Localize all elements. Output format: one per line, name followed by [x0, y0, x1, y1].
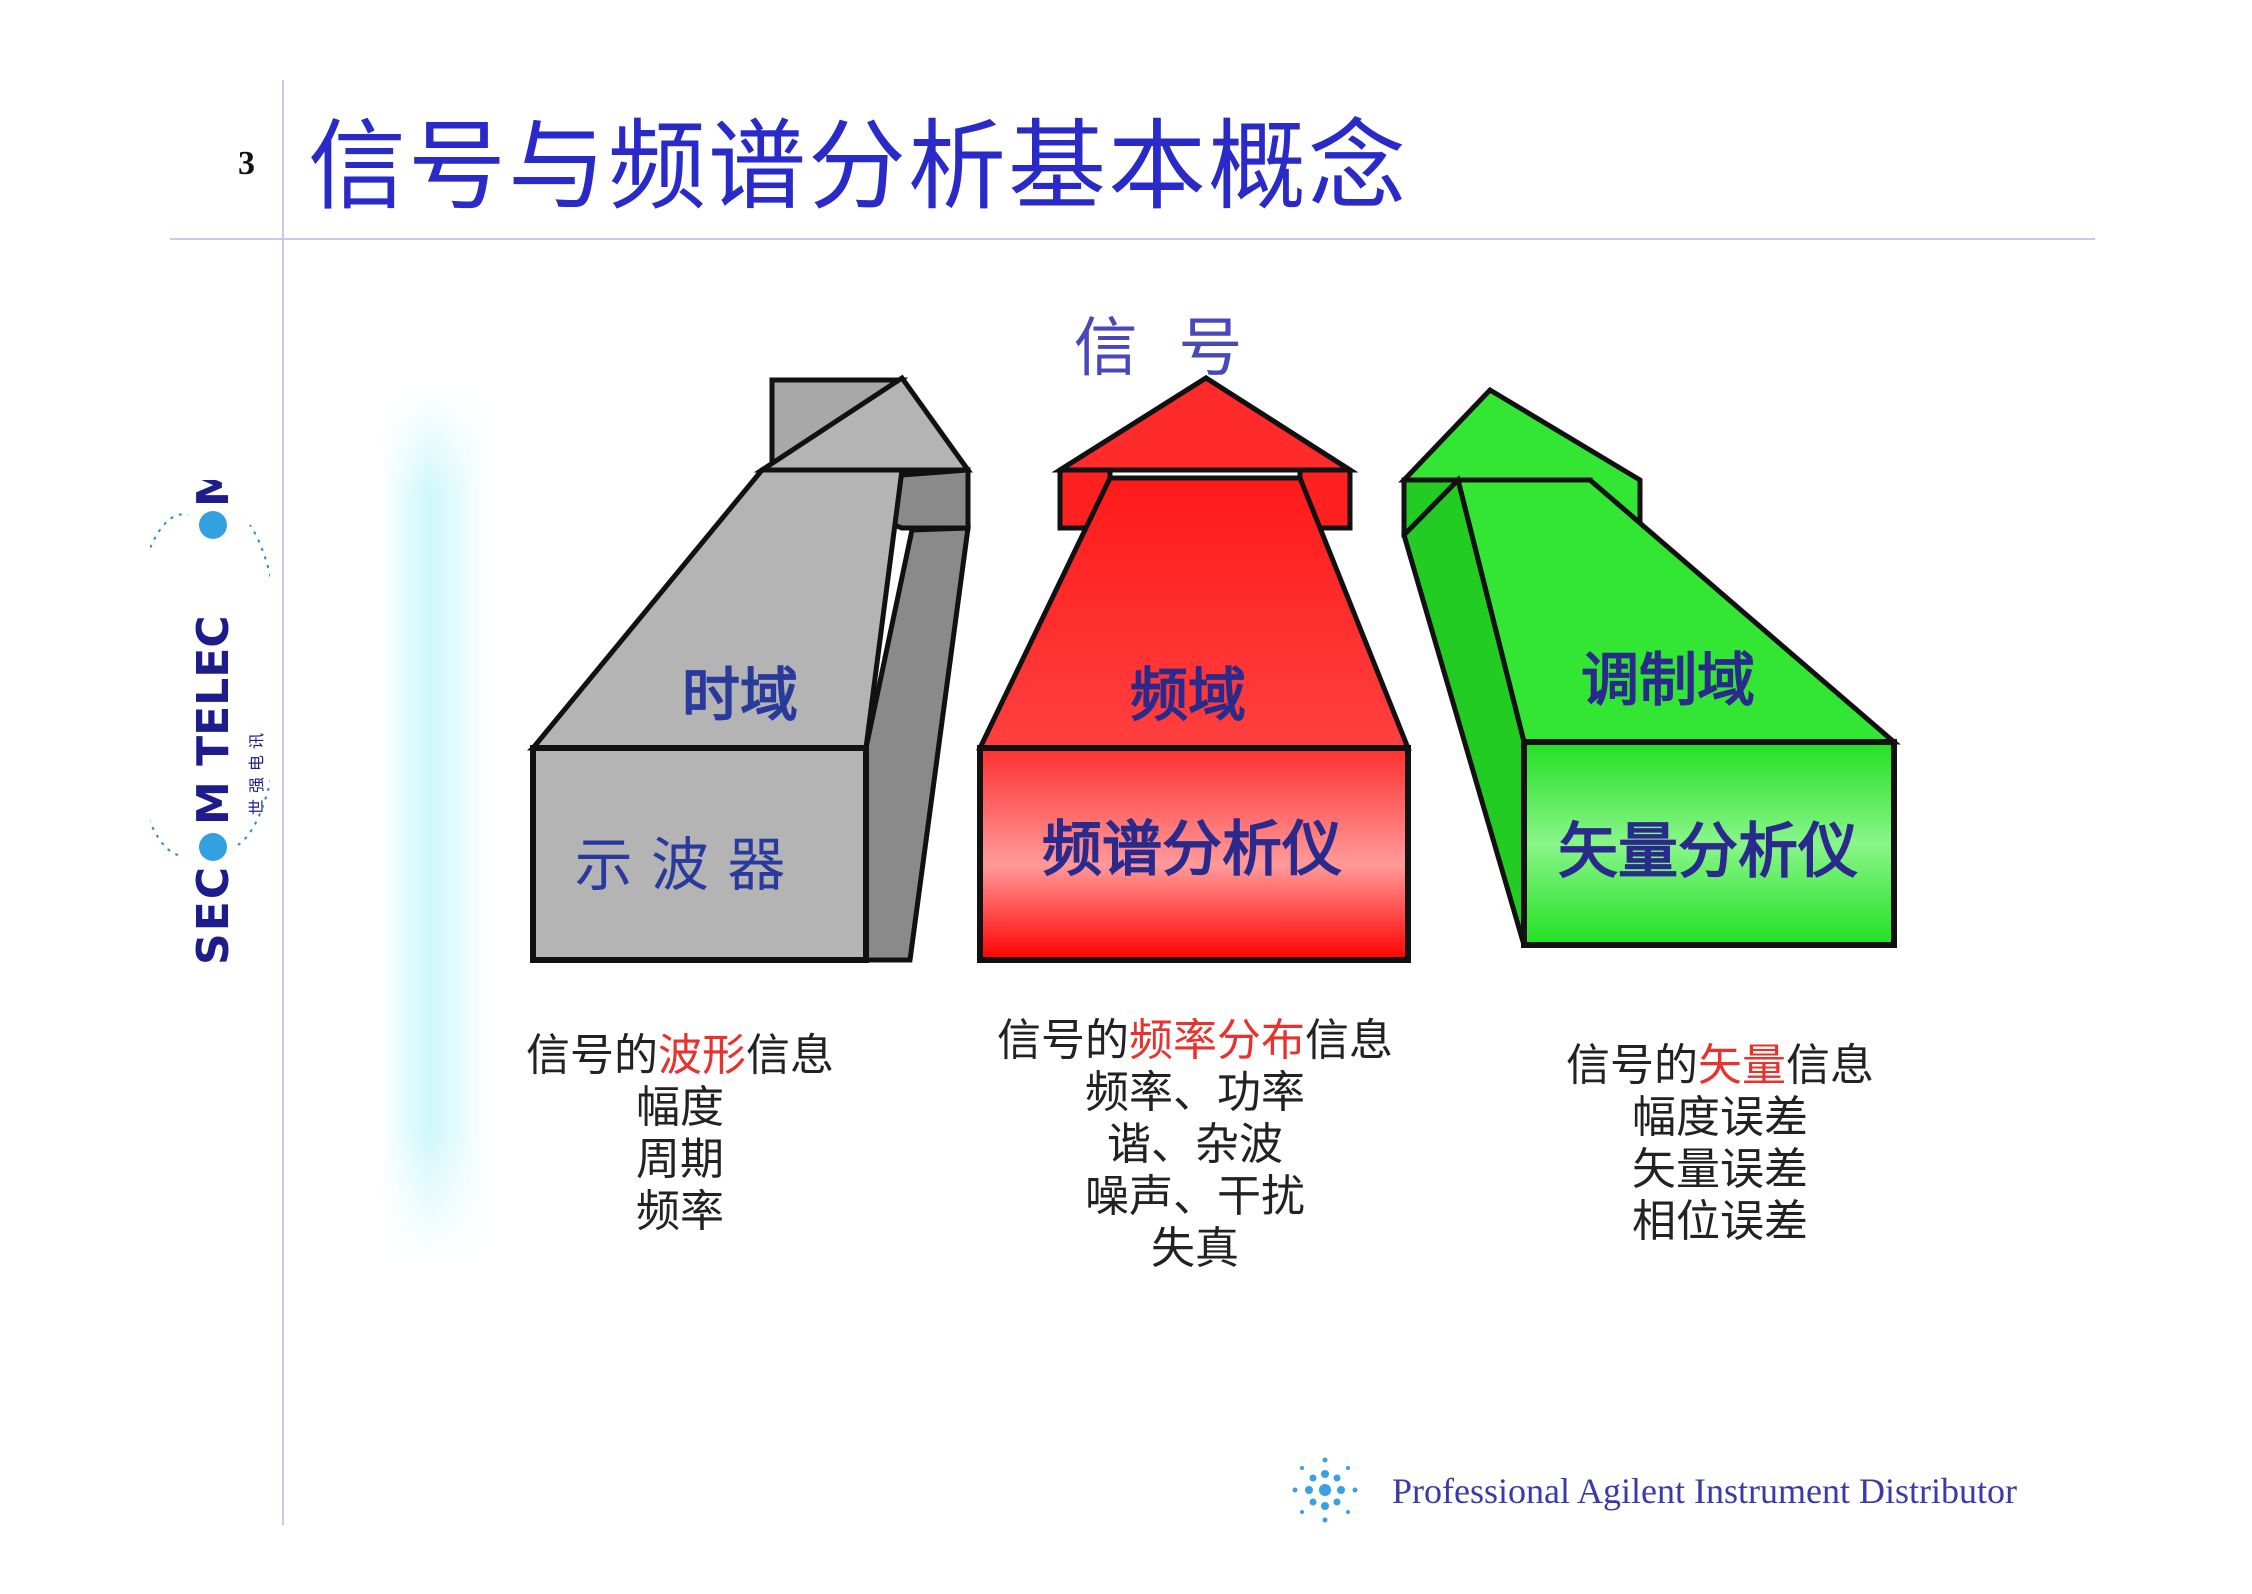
desc-line: 周期	[636, 1134, 724, 1185]
logo-o-left	[199, 833, 227, 861]
desc-time-domain: 信号的波形信息 幅度 周期 频率	[480, 1030, 880, 1238]
instrument-label-vector-analyzer: 矢量分析仪	[1558, 817, 1858, 887]
domain-label-time: 时域	[682, 661, 798, 729]
desc-line: 频率、功率	[1085, 1067, 1305, 1118]
logo-o-right	[199, 511, 227, 539]
footer-tagline: Professional Agilent Instrument Distribu…	[1392, 1471, 2017, 1511]
agilent-spark-icon	[1292, 1457, 1358, 1523]
logo-sub: 世强电讯	[247, 727, 266, 815]
desc-line: 频率	[636, 1186, 724, 1237]
slide-title: 信号与频谱分析基本概念	[308, 110, 1409, 224]
desc-line: 幅度误差	[1632, 1092, 1808, 1143]
diagram-top-label: 信 号	[1074, 312, 1243, 386]
desc-line: 谐、杂波	[1107, 1119, 1283, 1170]
vertical-divider	[282, 80, 284, 1525]
instrument-box-spectrum-analyzer	[977, 745, 1411, 963]
desc-line: 噪声、干扰	[1085, 1171, 1305, 1222]
desc-line: 信号的频率分布信息	[997, 1015, 1393, 1066]
logo-text: SEC	[188, 865, 239, 965]
instrument-box-vector-analyzer	[1521, 739, 1897, 948]
desc-line: 矢量误差	[1632, 1144, 1808, 1195]
arrow-modulation-domain: 调制域 矢量分析仪	[1398, 386, 1901, 948]
secom-telecom-logo: SEC M TELEC M 世强电讯	[150, 480, 270, 965]
title-underline	[170, 238, 2095, 240]
svg-text:M TELEC: M TELEC	[188, 615, 239, 825]
domain-label-frequency: 频域	[1130, 661, 1246, 729]
desc-line: 失真	[1151, 1223, 1239, 1274]
desc-line: 信号的矢量信息	[1566, 1040, 1874, 1091]
instrument-label-spectrum-analyzer: 频谱分析仪	[1042, 815, 1342, 885]
domain-label-modulation: 调制域	[1581, 646, 1755, 714]
desc-line: 相位误差	[1632, 1196, 1808, 1247]
desc-modulation-domain: 信号的矢量信息 幅度误差 矢量误差 相位误差	[1520, 1040, 1920, 1248]
arrow-time-domain: 时域 示 波 器	[526, 374, 973, 963]
svg-text:M: M	[188, 480, 239, 507]
instrument-box-oscilloscope	[530, 745, 869, 963]
desc-line: 幅度	[636, 1082, 724, 1133]
instrument-label-oscilloscope: 示 波 器	[575, 831, 786, 899]
desc-frequency-domain: 信号的频率分布信息 频率、功率 谐、杂波 噪声、干扰 失真	[960, 1015, 1430, 1275]
arrow-frequency-domain: 频域 频谱分析仪	[976, 375, 1412, 963]
page-number: 3	[238, 145, 255, 182]
desc-line: 信号的波形信息	[526, 1030, 834, 1081]
